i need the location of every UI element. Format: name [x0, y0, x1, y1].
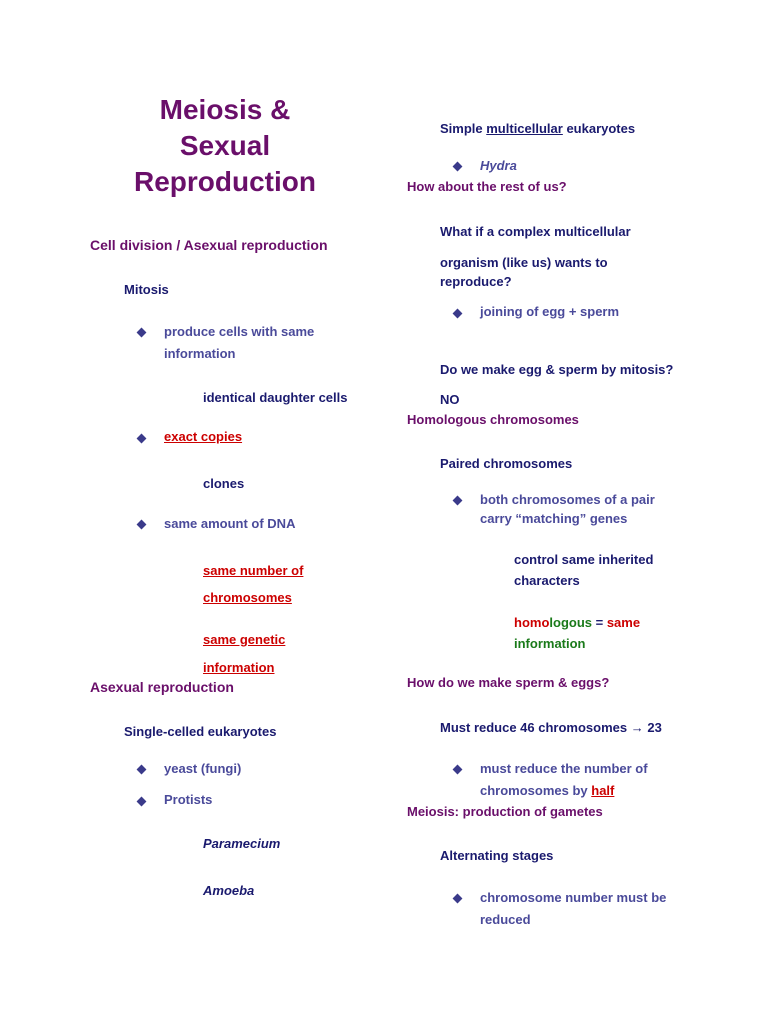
paired-chromosomes: Paired chromosomes	[440, 456, 573, 471]
answer-no: NO	[440, 392, 460, 407]
simple-post: eukaryotes	[562, 121, 636, 136]
simple-multicellular: Simple multicellular eukaryotes	[440, 121, 635, 136]
chromosomes-by: chromosomes by	[480, 783, 592, 798]
yeast: yeast (fungi)	[164, 761, 242, 776]
section-heading-cell-division: Cell division / Asexual reproduction	[90, 237, 328, 253]
control-line-2: characters	[514, 573, 580, 588]
alternating-stages: Alternating stages	[440, 848, 554, 863]
chromosome-number-line-2: reduced	[480, 912, 531, 927]
same-genetic-line-2: information	[203, 660, 275, 675]
produce-cells-line-2: information	[164, 346, 236, 361]
homo-part: homo	[514, 615, 550, 630]
same-number-line-2: chromosomes	[203, 590, 292, 605]
must-reduce-46: Must reduce 46 chromosomes → 23	[440, 720, 662, 735]
complex-line-2: organism (like us) wants to	[440, 255, 608, 270]
amoeba: Amoeba	[203, 883, 255, 898]
reduce-post: 23	[643, 720, 662, 735]
title-line-2: Sexual	[179, 130, 271, 161]
heading-rest-of-us: How about the rest of us?	[407, 179, 567, 194]
same-number-line-1: same number of	[203, 563, 304, 578]
diamond-bullet-icon	[136, 796, 147, 807]
diamond-bullet-icon	[452, 893, 463, 904]
title-line-3: Reproduction	[134, 166, 316, 197]
diamond-bullet-icon	[136, 433, 147, 444]
homologous-definition: homologous = same	[514, 612, 640, 634]
complex-line-3: reproduce?	[440, 274, 512, 289]
mitosis-question: Do we make egg & sperm by mitosis?	[440, 362, 674, 377]
must-reduce-line-2: chromosomes by half	[480, 780, 614, 802]
protists: Protists	[164, 792, 213, 807]
mitosis-label: Mitosis	[124, 282, 169, 297]
reduce-pre: Must reduce 46 chromosomes	[440, 720, 631, 735]
diamond-bullet-icon	[452, 495, 463, 506]
diamond-bullet-icon	[136, 764, 147, 775]
diamond-bullet-icon	[452, 308, 463, 319]
same-genetic-line-1: same genetic	[203, 632, 286, 647]
both-chromosomes-line-1: both chromosomes of a pair	[480, 492, 655, 507]
control-line-1: control same inherited	[514, 552, 654, 567]
exact-copies: exact copies	[164, 429, 243, 444]
complex-line-1: What if a complex multicellular	[440, 224, 631, 239]
both-chromosomes-line-2: carry “matching” genes	[480, 511, 628, 526]
diamond-bullet-icon	[136, 327, 147, 338]
arrow-icon: →	[630, 720, 644, 735]
diamond-bullet-icon	[452, 764, 463, 775]
heading-meiosis-gametes: Meiosis: production of gametes	[407, 804, 603, 819]
chromosome-number-line-1: chromosome number must be	[480, 890, 667, 905]
page-title: Meiosis & Sexual Reproduction	[105, 92, 345, 200]
half-word: half	[591, 783, 615, 798]
heading-how-make: How do we make sperm & eggs?	[407, 675, 610, 690]
produce-cells-line-1: produce cells with same	[164, 324, 315, 339]
hydra: Hydra	[480, 158, 517, 173]
title-line-1: Meiosis &	[159, 94, 291, 125]
same-amount-dna: same amount of DNA	[164, 516, 296, 531]
multicellular-underlined: multicellular	[486, 121, 563, 136]
information-word: information	[514, 636, 586, 651]
clones: clones	[203, 476, 245, 491]
paramecium: Paramecium	[203, 836, 281, 851]
same-word: same	[606, 615, 641, 630]
identical-daughter-cells: identical daughter cells	[203, 390, 348, 405]
joining-egg-sperm: joining of egg + sperm	[480, 304, 620, 319]
simple-pre: Simple	[440, 121, 487, 136]
equals-sign: =	[592, 615, 607, 630]
single-celled-eukaryotes: Single-celled eukaryotes	[124, 724, 277, 739]
diamond-bullet-icon	[452, 161, 463, 172]
logous-part: logous	[549, 615, 592, 630]
section-heading-asexual: Asexual reproduction	[90, 679, 234, 695]
diamond-bullet-icon	[136, 519, 147, 530]
must-reduce-line-1: must reduce the number of	[480, 761, 648, 776]
heading-homologous: Homologous chromosomes	[407, 412, 579, 427]
